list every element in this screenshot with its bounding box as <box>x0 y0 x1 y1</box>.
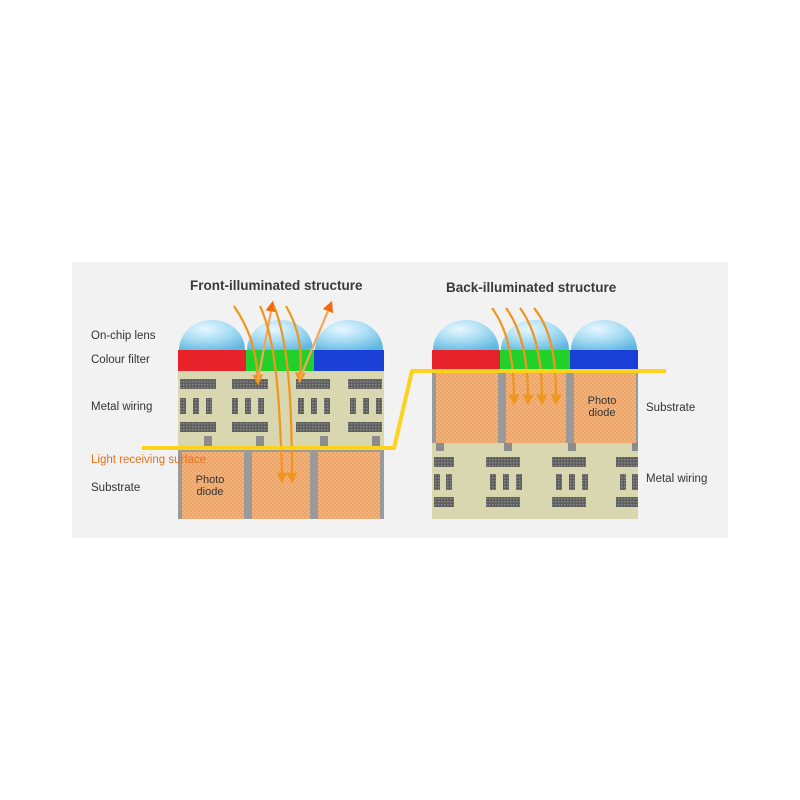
back-filter-blue <box>570 350 638 371</box>
back-photodiode-1 <box>436 371 498 443</box>
front-photodiode-label: Photo diode <box>195 474 225 498</box>
back-light-ray-arrows <box>491 307 562 406</box>
back-lens-3 <box>571 320 637 350</box>
back-photodiode-label: Photo diode <box>587 395 617 419</box>
back-photodiode-3 <box>574 371 636 443</box>
front-filter-blue <box>314 350 384 371</box>
light-receiving-surface-line <box>142 369 666 450</box>
back-photodiode-2 <box>506 371 566 443</box>
front-photodiode-3 <box>318 452 380 519</box>
front-filter-red <box>178 350 246 371</box>
front-title: Front-illuminated structure <box>190 278 363 293</box>
label-light-receiving-surface: Light receiving surface <box>91 454 207 466</box>
front-metal-blocks <box>180 379 382 446</box>
back-filter-red <box>432 350 500 371</box>
back-title: Back-illuminated structure <box>446 280 617 295</box>
label-substrate-back: Substrate <box>646 402 696 414</box>
label-metal-wiring-front: Metal wiring <box>91 401 153 413</box>
front-light-ray-arrows <box>233 300 333 484</box>
back-metal-blocks <box>434 443 638 507</box>
back-structure <box>432 307 638 519</box>
front-lens-3 <box>315 320 383 350</box>
label-colour-filter: Colour filter <box>91 354 150 366</box>
back-lens-2 <box>501 320 569 350</box>
back-wiring-layer <box>432 443 638 519</box>
label-substrate-front: Substrate <box>91 482 141 494</box>
back-lens-1 <box>433 320 499 350</box>
label-metal-wiring-back: Metal wiring <box>646 473 708 485</box>
front-structure <box>178 300 384 519</box>
label-on-chip-lens: On-chip lens <box>91 330 156 342</box>
front-photodiode-1 <box>182 452 244 519</box>
front-lens-1 <box>179 320 245 350</box>
